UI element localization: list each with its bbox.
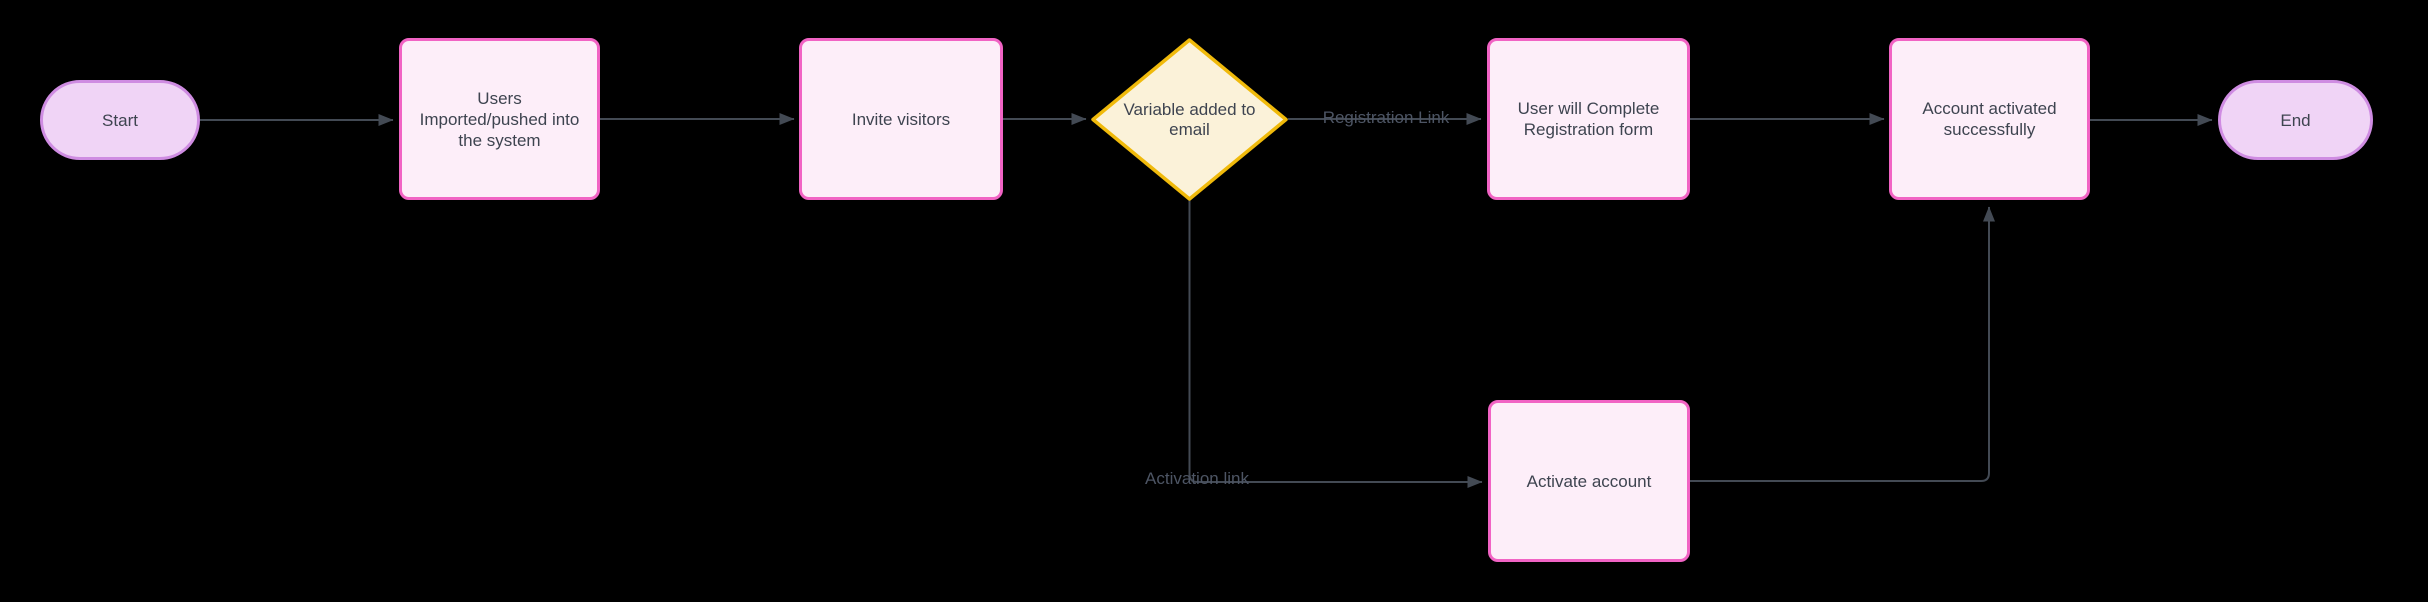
node-invite-visitors-label: Invite visitors: [851, 109, 951, 129]
edge-label-registration-link: Registration Link: [1322, 108, 1450, 127]
node-account-activated: Account activated successfully: [1889, 38, 2090, 200]
node-end: End: [2218, 80, 2373, 160]
edge-activate-to-activated: [1690, 206, 1995, 482]
node-activate-account: Activate account: [1488, 400, 1690, 562]
node-complete-registration-label: User will Complete Registration form: [1517, 99, 1660, 139]
node-end-label: End: [2280, 110, 2311, 130]
node-users-imported-label: Users Imported/pushed into the system: [419, 88, 580, 150]
decision-diamond-shape: [1091, 38, 1288, 201]
node-activate-account-label: Activate account: [1526, 471, 1652, 491]
node-start: Start: [40, 80, 200, 160]
edge-label-activation-link: Activation link: [1145, 469, 1249, 488]
node-complete-registration: User will Complete Registration form: [1487, 38, 1690, 200]
node-variable-added-decision: Variable added to email: [1094, 80, 1285, 159]
node-variable-added-decision-label: Variable added to email: [1123, 99, 1256, 139]
node-start-label: Start: [102, 110, 138, 130]
edge-decision-to-activate: [1188, 199, 1483, 488]
node-invite-visitors: Invite visitors: [799, 38, 1003, 200]
node-account-activated-label: Account activated successfully: [1922, 99, 2057, 139]
node-users-imported: Users Imported/pushed into the system: [399, 38, 600, 200]
